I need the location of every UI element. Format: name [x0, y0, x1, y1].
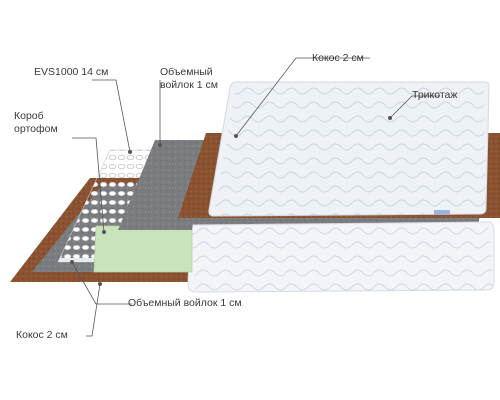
leader-coconut-top — [235, 57, 370, 137]
pointer-dot — [128, 150, 132, 154]
pointer-dot — [234, 134, 238, 138]
leader-felt-bottom — [71, 261, 132, 305]
label-coconut-top: Кокос 2 см — [312, 52, 364, 64]
orthofoam-box — [93, 225, 193, 273]
label-felt-top-line2: войлок 1 см — [160, 79, 218, 91]
label-box: Короб ортофом — [14, 110, 58, 136]
label-box-line1: Короб — [14, 110, 44, 122]
pointer-dot — [388, 116, 392, 120]
label-felt-top: Объемный войлок 1 см — [160, 66, 218, 92]
label-box-line2: ортофом — [14, 123, 58, 135]
pointer-dot — [158, 143, 162, 147]
label-knit: Трикотаж — [412, 89, 458, 101]
label-coconut-bottom: Кокос 2 см — [16, 329, 68, 341]
pointer-dot — [102, 230, 106, 234]
leader-coconut-bottom — [86, 283, 101, 337]
label-felt-bottom: Объемный войлок 1 см — [128, 297, 242, 309]
leader-knit — [389, 95, 440, 119]
pointer-dot — [70, 260, 74, 264]
leader-evs — [92, 79, 131, 153]
pointer-dot — [98, 282, 102, 286]
label-felt-top-line1: Объемный — [160, 66, 213, 78]
leader-box — [72, 137, 105, 233]
cover-tag — [434, 210, 450, 215]
label-evs: EVS1000 14 см — [34, 66, 109, 78]
